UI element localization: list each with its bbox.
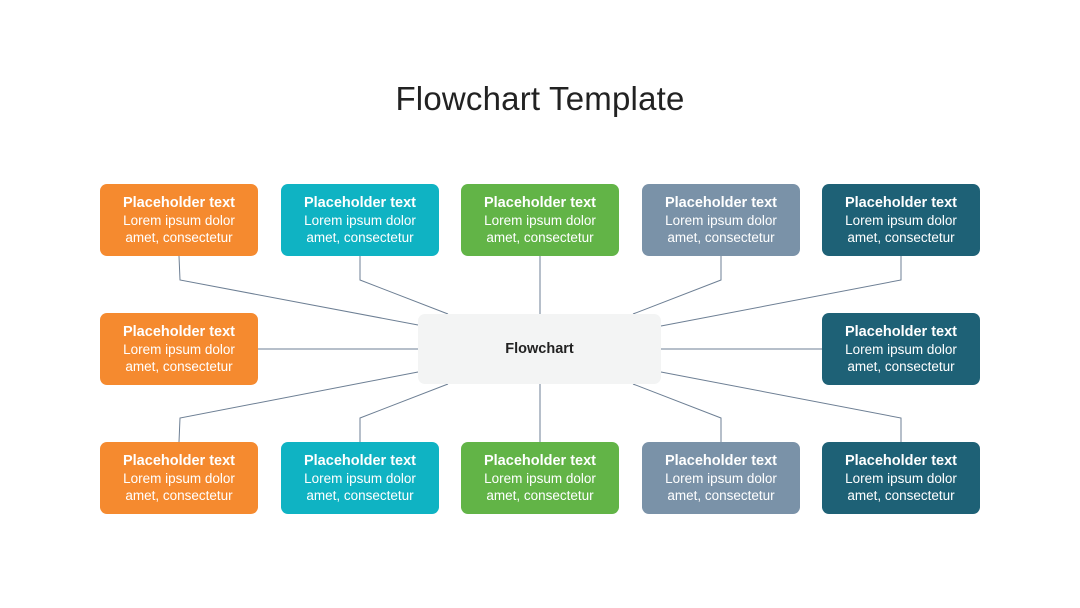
connector-top-2 [359, 256, 449, 315]
node-heading: Placeholder text [303, 194, 416, 211]
node-heading: Placeholder text [844, 452, 957, 469]
center-node[interactable]: Flowchart [418, 314, 661, 384]
node-heading: Placeholder text [844, 194, 957, 211]
slide-title: Flowchart Template [395, 80, 685, 117]
node-heading: Placeholder text [122, 452, 235, 469]
node-body-line: amet, consectetur [847, 229, 955, 245]
node-body-line: Lorem ipsum dolor [484, 470, 596, 486]
node-heading: Placeholder text [483, 452, 596, 469]
node-body-line: amet, consectetur [667, 229, 775, 245]
connector-bottom-5 [660, 371, 902, 442]
node-heading: Placeholder text [844, 323, 957, 340]
node-body-line: Lorem ipsum dolor [665, 212, 777, 228]
node-body-line: amet, consectetur [306, 229, 414, 245]
connector-top-4 [632, 256, 722, 315]
connector-bottom-4 [632, 383, 722, 442]
node-heading: Placeholder text [483, 194, 596, 211]
node-body-line: Lorem ipsum dolor [123, 341, 235, 357]
node-body-line: amet, consectetur [125, 229, 233, 245]
node-heading: Placeholder text [664, 194, 777, 211]
node-body-line: amet, consectetur [125, 487, 233, 503]
node-body-line: Lorem ipsum dolor [304, 470, 416, 486]
node-heading: Placeholder text [122, 194, 235, 211]
connector-bottom-1 [178, 371, 419, 443]
node-body-line: Lorem ipsum dolor [123, 470, 235, 486]
node-body-line: Lorem ipsum dolor [123, 212, 235, 228]
node-body-line: amet, consectetur [486, 487, 594, 503]
node-body-line: amet, consectetur [847, 358, 955, 374]
node-body-line: amet, consectetur [125, 358, 233, 374]
node-body-line: Lorem ipsum dolor [304, 212, 416, 228]
node-body-line: Lorem ipsum dolor [665, 470, 777, 486]
node-body-line: Lorem ipsum dolor [484, 212, 596, 228]
node-body-line: amet, consectetur [847, 487, 955, 503]
node-body-line: amet, consectetur [667, 487, 775, 503]
node-heading: Placeholder text [303, 452, 416, 469]
node-heading: Placeholder text [664, 452, 777, 469]
center-node-label: Flowchart [505, 341, 574, 357]
node-body-line: Lorem ipsum dolor [845, 212, 957, 228]
node-body-line: amet, consectetur [486, 229, 594, 245]
node-heading: Placeholder text [122, 323, 235, 340]
connector-bottom-2 [359, 383, 449, 442]
connector-top-5 [660, 256, 902, 327]
connector-top-1 [178, 255, 419, 326]
node-body-line: Lorem ipsum dolor [845, 470, 957, 486]
node-body-line: amet, consectetur [306, 487, 414, 503]
node-body-line: Lorem ipsum dolor [845, 341, 957, 357]
